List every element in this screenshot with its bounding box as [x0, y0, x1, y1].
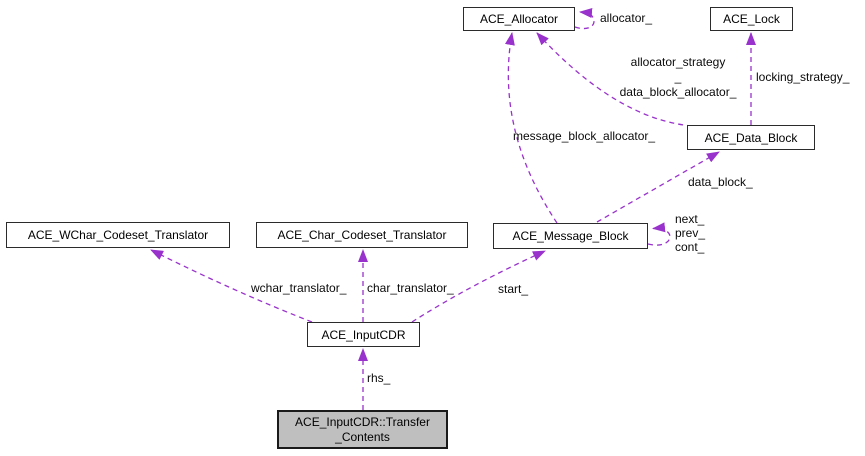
edge-label-allocator-strategy: allocator_strategy _ data_block_allocato… [595, 55, 761, 100]
edge-label-line: cont_ [675, 240, 705, 254]
node-label-line2: _Contents [335, 429, 390, 444]
edge-label-line: allocator_strategy [630, 55, 726, 69]
edge-label-line: data_block_allocator_ [619, 85, 737, 99]
edge-label-rhs: rhs_ [367, 371, 391, 385]
edge-label-wchar-translator: wchar_translator_ [251, 281, 347, 295]
edge-label-allocator: allocator_ [600, 11, 653, 25]
edge-data-block [596, 151, 720, 223]
edge-wchar-translator [150, 249, 313, 323]
node-ace-inputcdr-transfer-contents: ACE_InputCDR::Transfer _Contents [277, 410, 448, 449]
edge-label-message-block-allocator: message_block_allocator_ [513, 129, 656, 143]
edge-label-message-block-self: next_ prev_ cont_ [675, 212, 705, 254]
edge-label-line: prev_ [675, 226, 706, 240]
node-label-line1: ACE_InputCDR::Transfer [295, 414, 430, 429]
node-ace-char-codeset-translator[interactable]: ACE_Char_Codeset_Translator [256, 222, 468, 248]
edge-label-start: start_ [498, 282, 529, 296]
edge-start [411, 250, 546, 323]
node-ace-allocator[interactable]: ACE_Allocator [463, 7, 575, 31]
node-ace-message-block[interactable]: ACE_Message_Block [493, 223, 648, 249]
edge-allocator-self [574, 8, 595, 30]
edge-label-line: next_ [675, 212, 705, 226]
node-ace-inputcdr[interactable]: ACE_InputCDR [307, 322, 420, 347]
node-ace-wchar-codeset-translator[interactable]: ACE_WChar_Codeset_Translator [6, 222, 230, 248]
edge-message-block-self [647, 222, 671, 246]
edge-label-char-translator: char_translator_ [367, 281, 454, 295]
node-ace-lock[interactable]: ACE_Lock [710, 7, 793, 31]
edge-label-locking-strategy: locking_strategy_ [756, 70, 850, 84]
edge-label-line: _ [674, 70, 682, 84]
node-ace-data-block[interactable]: ACE_Data_Block [687, 125, 815, 150]
edge-allocator-strategy [536, 32, 693, 127]
edge-message-block-allocator [505, 32, 558, 224]
edge-label-data-block: data_block_ [688, 175, 753, 189]
